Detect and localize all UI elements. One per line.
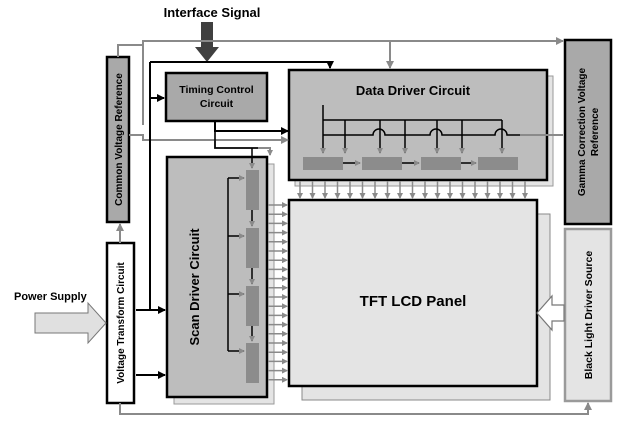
tft-panel-label: TFT LCD Panel [360, 293, 467, 310]
common-voltage-reference-label: Common Voltage Reference [114, 73, 125, 206]
scan-driver-output-lines [268, 202, 288, 383]
gamma-reference-block [563, 38, 613, 226]
black-connections [136, 61, 334, 379]
scan-driver-internals [227, 148, 259, 383]
data-shift-register-2 [362, 157, 402, 170]
timing-control-block [164, 71, 269, 123]
data-shift-register-3 [421, 157, 461, 170]
backlight-driver-label: Black Light Driver Source [583, 251, 595, 380]
voltage-transform-label: Voltage Transform Circuit [116, 262, 127, 384]
data-shift-register-1 [303, 157, 343, 170]
power-supply-label: Power Supply [14, 291, 88, 303]
data-shift-register-4 [478, 157, 518, 170]
backlight-to-panel-arrow [536, 294, 565, 332]
data-driver-label: Data Driver Circuit [356, 83, 471, 98]
interface-signal-title: Interface Signal [164, 5, 261, 20]
scan-shift-register-3 [246, 286, 259, 326]
gamma-reference-label-line1: Gamma Correction Voltage [577, 67, 588, 196]
data-driver-internals [303, 105, 520, 170]
scan-shift-register-2 [246, 228, 259, 268]
scan-driver-label: Scan Driver Circuit [187, 228, 202, 346]
gamma-reference-label-line2: Reference [590, 107, 601, 156]
scan-shift-register-1 [246, 170, 259, 210]
timing-control-label-line1: Timing Control [179, 84, 254, 96]
timing-control-label-line2: Circuit [200, 98, 234, 110]
scan-shift-register-4 [246, 343, 259, 383]
data-driver-output-lines [297, 181, 528, 199]
backlight-driver-block [563, 227, 613, 403]
power-supply-arrow [34, 301, 107, 345]
tft-panel-block [287, 198, 539, 388]
